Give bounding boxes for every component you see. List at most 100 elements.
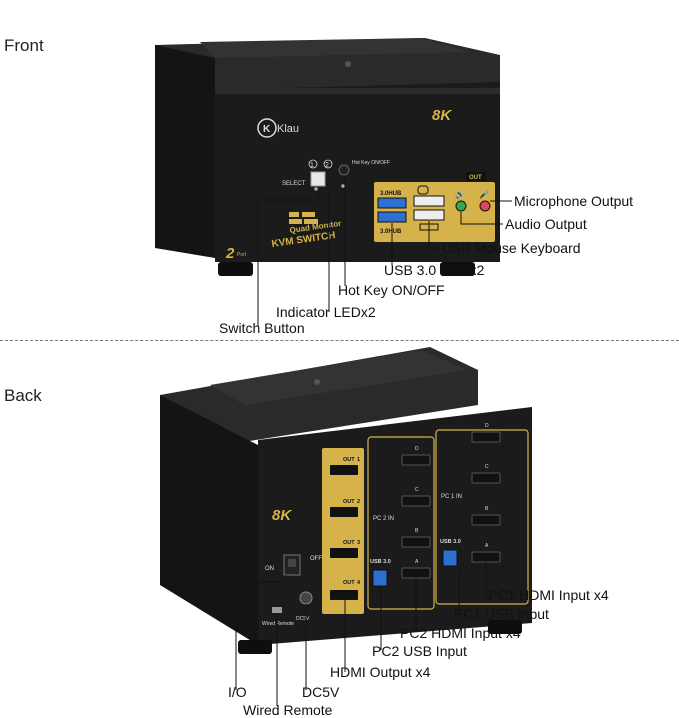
hub-bottom-label: 3.0HUB — [380, 229, 402, 235]
callout-hdmi-output: HDMI Output x4 — [330, 664, 431, 680]
pc1-hdmi-port-b[interactable] — [471, 514, 501, 526]
out-number-2: 2 — [357, 499, 360, 505]
dc-power-jack[interactable] — [299, 591, 313, 605]
brand-name: Klau — [277, 123, 299, 135]
pc2-hdmi-ports: D C B A — [401, 446, 431, 579]
pc1-input-panel — [435, 429, 529, 605]
back-section-title: Back — [4, 386, 42, 405]
callout-hotkey: Hot Key ON/OFF — [338, 282, 445, 298]
pc1-usb-label: USB 3.0 — [440, 539, 461, 545]
usb-keyboard-port[interactable] — [413, 209, 445, 221]
out-label-3: OUT — [343, 540, 355, 546]
usb-mouse-port[interactable] — [413, 195, 445, 207]
pc2-label: PC 2 IN — [373, 516, 394, 522]
out-number-4: 4 — [357, 580, 361, 586]
pc2-letter-c: C — [415, 487, 419, 493]
callout-pc2-hdmi-input: PC2 HDMI Input x4 — [400, 625, 521, 641]
ports-suffix: Port — [237, 252, 247, 258]
wired-remote-panel-label: Wired Remote — [262, 621, 294, 627]
pc1-letter-b: B — [485, 506, 489, 512]
callout-audio-output: Audio Output — [505, 216, 587, 232]
front-foot-right — [440, 262, 475, 276]
pc1-letter-c: C — [485, 464, 489, 470]
hotkey-button[interactable] — [338, 164, 350, 176]
indicator-led-2 — [341, 184, 345, 188]
pc1-usb-port[interactable] — [442, 549, 458, 567]
hub-top-label: 3.0HUB — [380, 191, 402, 197]
spec-badge-60hz — [302, 212, 315, 217]
hdmi-out-port-3[interactable] — [330, 548, 358, 558]
indicator-led-1 — [314, 187, 318, 191]
front-top-edge — [215, 88, 500, 94]
callout-indicator-led: Indicator LEDx2 — [276, 304, 376, 320]
pc2-hdmi-port-c[interactable] — [401, 495, 431, 507]
spec-badge-8k — [289, 212, 299, 217]
leader-switch — [257, 190, 319, 327]
callout-wired-remote: Wired Remote — [243, 702, 333, 718]
usb-hub-port-2[interactable] — [377, 211, 407, 223]
hdmi-out-port-4[interactable] — [330, 590, 358, 600]
front-case-side — [155, 45, 215, 258]
leader-io — [235, 575, 287, 690]
callout-microphone-output: Microphone Output — [514, 193, 634, 209]
callout-pc1-hdmi-input: PC1 HDMI Input x4 — [488, 587, 609, 603]
back-foot-left — [238, 640, 272, 654]
callout-io: I/O — [228, 684, 247, 700]
pc2-hdmi-port-a[interactable] — [401, 567, 431, 579]
section-divider — [0, 340, 679, 341]
callout-usb-mouse-keyboard: USB Mouse Keyboard — [442, 240, 581, 256]
front-case-lid — [200, 38, 470, 58]
pc1-hdmi-port-d[interactable] — [471, 431, 501, 443]
speaker-icon: 🔊 — [455, 189, 465, 199]
select-label: SELECT — [282, 181, 306, 187]
hdmi-output-ports: OUT 1 OUT 2 OUT 3 OUT 4 — [330, 457, 361, 600]
pc2-usb-label: USB 3.0 — [370, 559, 391, 565]
port-number-1: 1 — [310, 162, 314, 169]
spec-badge-444 — [289, 219, 302, 224]
hdmi-out-port-1[interactable] — [330, 465, 358, 475]
back-case-lid — [210, 350, 468, 405]
callout-pc2-usb-input: PC2 USB Input — [372, 643, 467, 659]
back-case-side — [160, 395, 258, 645]
brand-logo-icon — [257, 118, 277, 138]
back-foot-right — [488, 620, 522, 634]
on-label: ON — [265, 566, 274, 572]
select-switch-button[interactable] — [310, 171, 326, 187]
brand-logo-k: K — [263, 124, 271, 135]
out-label-1: OUT — [343, 457, 355, 463]
back-screw-icon — [314, 379, 320, 385]
out-label-4: OUT — [343, 580, 355, 586]
callout-pc1-usb-input: PC1 USB Input — [454, 606, 549, 622]
front-foot-left — [218, 262, 253, 276]
port-1-ring — [308, 159, 318, 169]
callout-switch-button: Switch Button — [219, 320, 305, 336]
microphone-output-jack[interactable] — [479, 200, 491, 212]
pc2-input-panel — [367, 436, 435, 610]
pc2-hdmi-port-b[interactable] — [401, 536, 431, 548]
back-8k-badge: 8K — [272, 507, 292, 524]
out-label-bg — [466, 172, 486, 181]
pc1-letter-d: D — [485, 423, 489, 429]
out-number-1: 1 — [357, 457, 360, 463]
audio-output-jack[interactable] — [455, 200, 467, 212]
front-device: K Klau 8K 1 2 SELECT Hot Key ON/OFF Quad… — [155, 38, 500, 276]
port-2-ring — [323, 159, 333, 169]
pc2-letter-a: A — [415, 559, 419, 565]
front-screw-icon — [345, 61, 351, 67]
hdmi-out-port-2[interactable] — [330, 507, 358, 517]
pc1-hdmi-port-a[interactable] — [471, 551, 501, 563]
pc1-hdmi-port-c[interactable] — [471, 472, 501, 484]
power-switch-rocker — [288, 559, 296, 567]
front-section-title: Front — [4, 36, 44, 55]
dc-panel-label: DC5V — [296, 616, 310, 622]
leader-usb-mouse — [428, 221, 440, 249]
pc2-usb-port[interactable] — [372, 569, 388, 587]
pc2-hdmi-port-d[interactable] — [401, 454, 431, 466]
ports-prefix: 2 — [225, 245, 235, 262]
wired-remote-port[interactable] — [272, 607, 282, 613]
spec-badge-usb — [304, 219, 318, 224]
port-number-2: 2 — [325, 162, 329, 169]
usb-hub-port-1[interactable] — [377, 197, 407, 209]
pc2-letter-b: B — [415, 528, 419, 534]
